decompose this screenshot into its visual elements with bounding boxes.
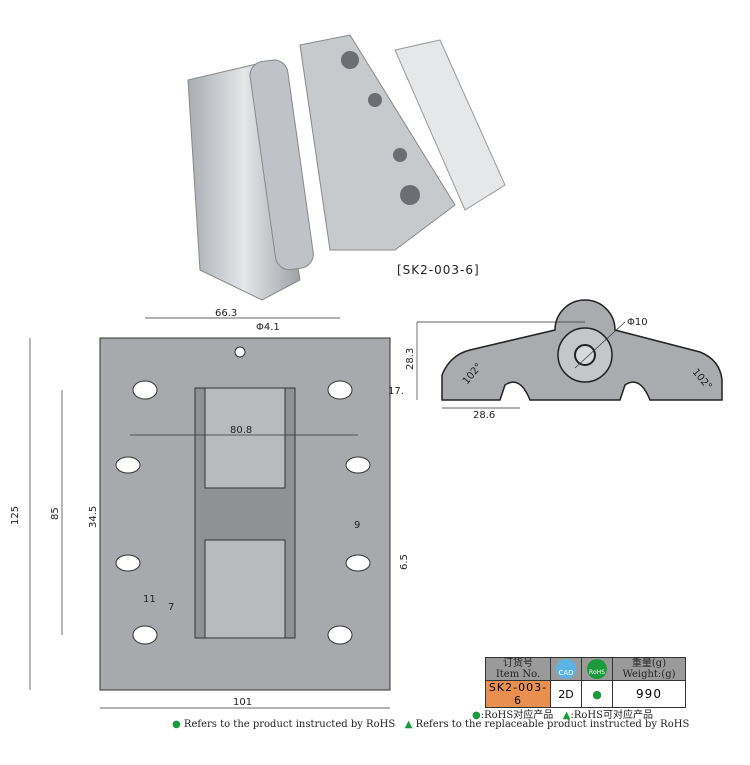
dim-inner-pitch: 34.5 (88, 506, 99, 528)
product-label: [SK2-003-6] (397, 263, 480, 277)
legend-en: ● Refers to the product instructed by Ro… (172, 719, 690, 730)
front-view (29, 317, 391, 709)
rohs-triangle-icon: ▲ (562, 710, 571, 721)
dim-side-height: 28.3 (405, 348, 416, 370)
product-photo (187, 34, 506, 301)
dim-slot-w2: 7 (168, 602, 174, 613)
item-no: SK2-003-6 (485, 680, 551, 708)
dim-slot-len: 11 (143, 594, 156, 605)
cad-value: 2D (550, 680, 582, 708)
dim-slot-width: 9 (354, 520, 360, 531)
dim-edge: 17. (388, 386, 404, 397)
header-weight: 重量(g)Weight:(g) (612, 657, 686, 681)
cad-icon: CAD (556, 659, 576, 679)
header-rohs: RoHS (581, 657, 613, 681)
dim-wing: 28.6 (473, 410, 495, 421)
dim-height-total: 125 (10, 506, 21, 525)
dim-slot-height: 6.5 (399, 554, 410, 570)
dim-pin-dia: Φ10 (627, 317, 648, 328)
rohs-value: ● (581, 680, 613, 708)
side-view (416, 299, 723, 409)
header-cad: CAD (550, 657, 582, 681)
rohs-icon: RoHS (587, 659, 607, 679)
dim-width-top: 66.3 (215, 308, 237, 319)
dim-hole-dia: Φ4.1 (256, 322, 280, 333)
legend-cn: ●:RoHS对应产品 ▲:RoHS可对应产品 (472, 710, 653, 721)
rohs-dot-icon-en: ● (172, 719, 181, 730)
dim-inner-width: 80.8 (230, 425, 252, 436)
rohs-triangle-icon-en: ▲ (404, 719, 413, 730)
weight-value: 990 (612, 680, 686, 708)
rohs-dot-icon: ● (472, 710, 481, 721)
dim-width-total: 101 (233, 697, 252, 708)
dim-hole-pitch: 85 (50, 507, 61, 520)
